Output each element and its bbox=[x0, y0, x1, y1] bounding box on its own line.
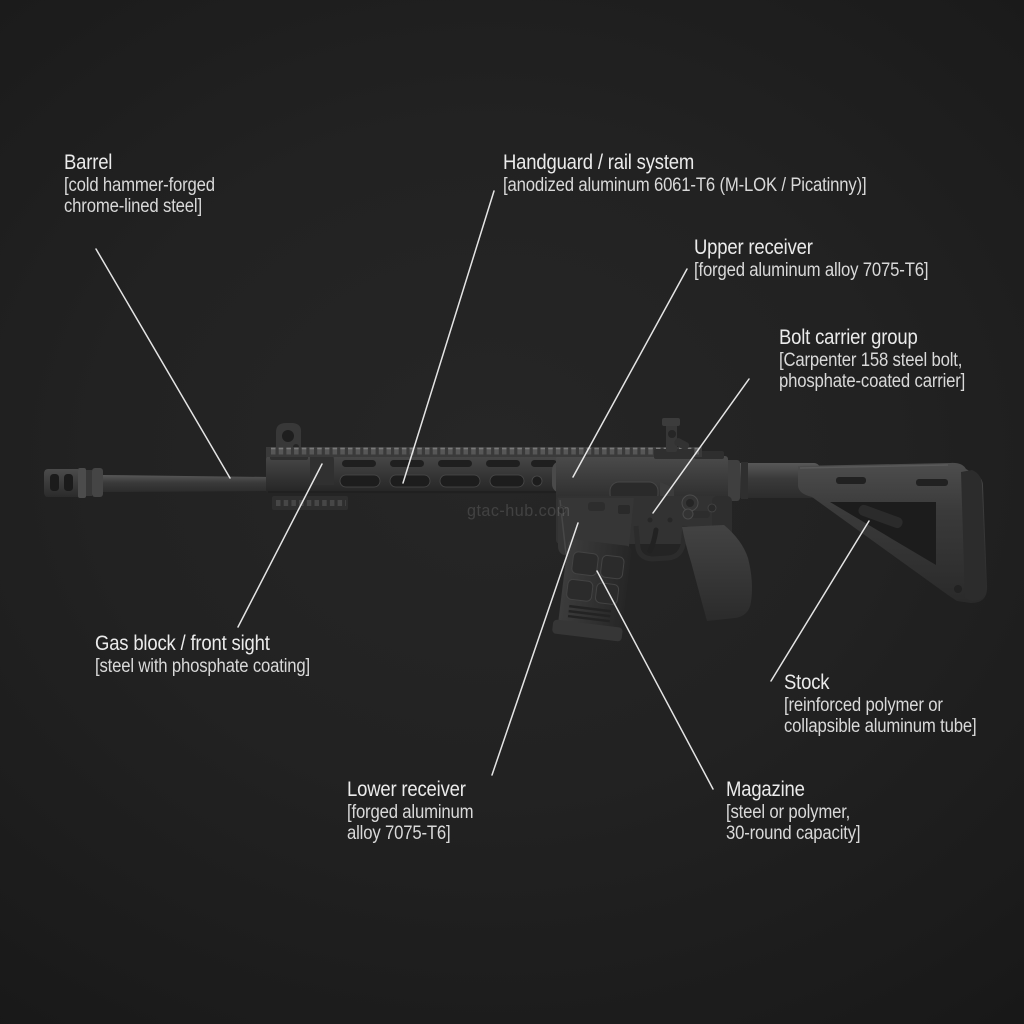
leader-line-bolt-carrier-group bbox=[652, 378, 750, 514]
leader-line-magazine bbox=[596, 570, 714, 790]
label-stock-detail-2: collapsible aluminum tube] bbox=[784, 716, 977, 737]
label-upper-receiver-title: Upper receiver bbox=[694, 236, 813, 259]
rifle-picatinny-rail bbox=[266, 447, 702, 457]
rifle-rear-sight bbox=[654, 418, 694, 459]
rifle-magazine bbox=[552, 539, 632, 642]
label-bolt-carrier-group-detail-1: [Carpenter 158 steel bolt, bbox=[779, 350, 963, 371]
rifle-barrel bbox=[103, 475, 270, 492]
label-magazine-title: Magazine bbox=[726, 778, 805, 801]
leader-lines bbox=[95, 190, 870, 790]
label-handguard: Handguard / rail system [anodized alumin… bbox=[503, 151, 867, 196]
leader-line-handguard bbox=[402, 190, 495, 484]
label-upper-receiver: Upper receiver [forged aluminum alloy 70… bbox=[694, 236, 929, 281]
label-handguard-title: Handguard / rail system bbox=[503, 151, 695, 174]
label-handguard-detail-1: [anodized aluminum 6061-T6 (M-LOK / Pica… bbox=[503, 175, 867, 196]
leader-line-stock bbox=[770, 520, 870, 682]
leader-line-lower-receiver bbox=[491, 522, 579, 776]
rifle-forward-assist bbox=[681, 494, 699, 512]
label-bolt-carrier-group-detail-2: phosphate-coated carrier] bbox=[779, 371, 966, 392]
label-barrel: Barrel [cold hammer-forged chrome-lined … bbox=[64, 151, 215, 217]
label-barrel-detail-1: [cold hammer-forged bbox=[64, 175, 215, 196]
watermark-text: gtac-hub.com bbox=[467, 501, 571, 520]
label-bolt-carrier-group: Bolt carrier group [Carpenter 158 steel … bbox=[779, 326, 965, 392]
rifle-handguard bbox=[266, 455, 558, 510]
label-barrel-title: Barrel bbox=[64, 151, 113, 174]
rifle-stock bbox=[798, 462, 988, 603]
label-stock-detail-1: [reinforced polymer or bbox=[784, 695, 943, 716]
label-barrel-detail-2: chrome-lined steel] bbox=[64, 196, 202, 217]
label-magazine-detail-2: 30-round capacity] bbox=[726, 823, 861, 844]
leader-line-upper-receiver bbox=[572, 268, 688, 478]
label-upper-receiver-detail-1: [forged aluminum alloy 7075-T6] bbox=[694, 260, 929, 281]
rifle-safety-selector bbox=[682, 508, 710, 520]
label-lower-receiver-detail-1: [forged aluminum bbox=[347, 802, 474, 823]
rifle-trigger-guard bbox=[633, 525, 688, 562]
label-gas-block-detail-1: [steel with phosphate coating] bbox=[95, 656, 311, 677]
label-lower-receiver-title: Lower receiver bbox=[347, 778, 466, 801]
label-stock-title: Stock bbox=[784, 671, 830, 694]
label-gas-block: Gas block / front sight [steel with phos… bbox=[95, 632, 310, 677]
rifle-trigger bbox=[647, 527, 659, 554]
label-gas-block-title: Gas block / front sight bbox=[95, 632, 270, 655]
label-lower-receiver-detail-2: alloy 7075-T6] bbox=[347, 823, 451, 844]
leader-line-barrel bbox=[95, 248, 231, 479]
label-magazine: Magazine [steel or polymer, 30-round cap… bbox=[726, 778, 861, 844]
rifle-illustration bbox=[44, 418, 988, 642]
leader-line-gas-block bbox=[237, 463, 323, 628]
rifle-pistol-grip bbox=[682, 525, 752, 621]
label-stock: Stock [reinforced polymer or collapsible… bbox=[784, 671, 977, 737]
label-magazine-detail-1: [steel or polymer, bbox=[726, 802, 851, 823]
label-bolt-carrier-group-title: Bolt carrier group bbox=[779, 326, 918, 349]
label-lower-receiver: Lower receiver [forged aluminum alloy 70… bbox=[347, 778, 474, 844]
rifle-muzzle-brake bbox=[44, 468, 103, 498]
